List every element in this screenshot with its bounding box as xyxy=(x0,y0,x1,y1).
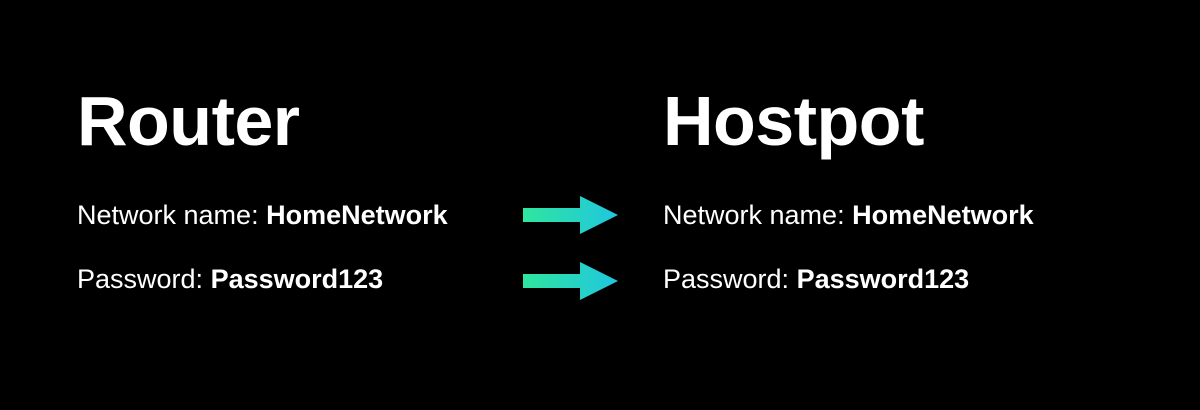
network-transfer-arrow xyxy=(523,196,618,234)
hostpot-password-row: Password: Password123 xyxy=(663,262,969,296)
router-heading: Router xyxy=(77,82,300,160)
arrow-right-icon xyxy=(523,196,618,234)
router-column: Router Network name: HomeNetwork Passwor… xyxy=(77,0,507,410)
router-network-row: Network name: HomeNetwork xyxy=(77,198,448,232)
router-password-row: Password: Password123 xyxy=(77,262,383,296)
router-password-value: Password123 xyxy=(210,264,384,294)
hostpot-network-row: Network name: HomeNetwork xyxy=(663,198,1034,232)
hostpot-network-value: HomeNetwork xyxy=(852,200,1034,230)
hostpot-heading: Hostpot xyxy=(663,82,924,160)
hostpot-network-label: Network name: xyxy=(663,200,853,230)
hostpot-password-value: Password123 xyxy=(796,264,970,294)
password-transfer-arrow xyxy=(523,262,618,300)
hostpot-column: Hostpot Network name: HomeNetwork Passwo… xyxy=(663,0,1123,410)
router-network-value: HomeNetwork xyxy=(266,200,448,230)
router-network-label: Network name: xyxy=(77,200,267,230)
router-password-label: Password: xyxy=(77,264,211,294)
arrow-right-icon xyxy=(523,262,618,300)
hostpot-password-label: Password: xyxy=(663,264,797,294)
